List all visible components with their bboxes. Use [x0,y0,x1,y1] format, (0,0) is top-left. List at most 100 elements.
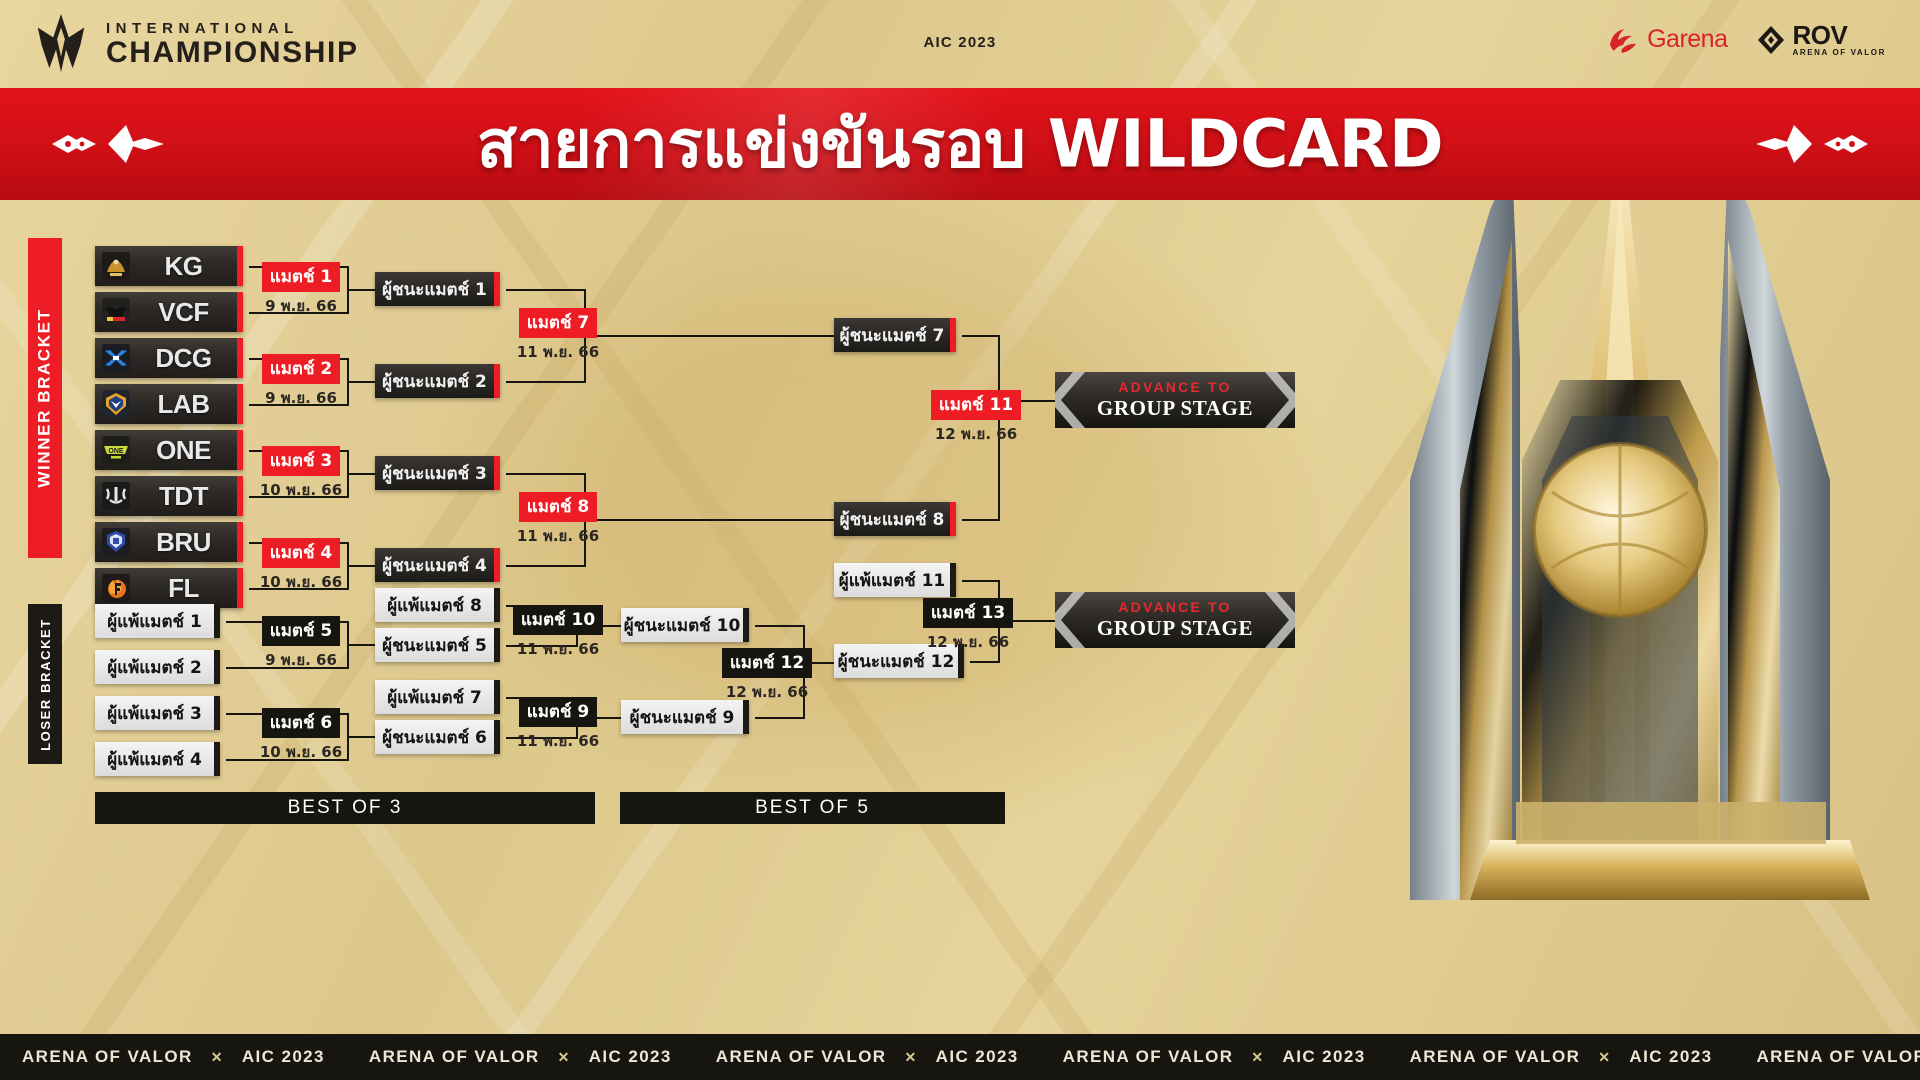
bracket-line [803,662,834,664]
svg-text:ONE: ONE [108,448,124,455]
footer-item: ARENA OF VALOR ✕ AIC 2023 [1041,1047,1388,1067]
bracket-slot[interactable]: ผู้ชนะแมตช์ 12 [834,644,964,678]
bracket-slot[interactable]: ผู้ชนะแมตช์ 4 [375,548,500,582]
slot-label: ผู้ชนะแมตช์ 6 [382,727,487,748]
match-date: 9 พ.ย. 66 [265,651,337,669]
best-of-3-banner: BEST OF 3 [95,792,595,824]
match-info: แมตช์ 6 10 พ.ย. 66 [246,708,356,764]
team-row[interactable]: ONE ONE [95,430,243,470]
advance-to-group-stage[interactable]: ADVANCE TO GROUP STAGE [1055,372,1295,428]
match-info: แมตช์ 11 12 พ.ย. 66 [916,390,1036,446]
bracket-slot[interactable]: ผู้ชนะแมตช์ 3 [375,456,500,490]
footer-right-text: AIC 2023 [588,1047,672,1066]
match-label: แมตช์ 11 [930,390,1022,420]
match-date: 10 พ.ย. 66 [259,481,343,499]
bracket-line [506,473,586,475]
footer-left-text: ARENA OF VALOR [1409,1047,1581,1066]
bracket-slot[interactable]: ผู้ชนะแมตช์ 10 [621,608,749,642]
bracket-slot[interactable]: ผู้ชนะแมตช์ 7 [834,318,956,352]
bracket-line [249,588,349,590]
logo-line-bottom: CHAMPIONSHIP [106,36,359,69]
bracket-slot[interactable]: ผู้ชนะแมตช์ 8 [834,502,956,536]
team-row[interactable]: LAB [95,384,243,424]
match-date: 10 พ.ย. 66 [259,573,343,591]
match-label: แมตช์ 7 [518,308,598,338]
bracket-slot[interactable]: ผู้ชนะแมตช์ 6 [375,720,500,754]
bracket-slot[interactable]: ผู้แพ้แมตช์ 3 [95,696,220,730]
bracket-line [347,381,375,383]
winner-bracket-label: WINNER BRACKET [35,308,55,488]
team-row[interactable]: BRU [95,522,243,562]
match-info: แมตช์ 10 11 พ.ย. 66 [503,605,613,661]
team-row[interactable]: DCG [95,338,243,378]
bracket-slot[interactable]: ผู้แพ้แมตช์ 8 [375,588,500,622]
bracket-slot[interactable]: ผู้ชนะแมตช์ 2 [375,364,500,398]
bracket-line [347,736,375,738]
match-label: แมตช์ 1 [261,262,341,292]
rov-label: ROV [1792,20,1848,50]
trophy-illustration [1160,60,1920,900]
team-row[interactable]: VCF [95,292,243,332]
bracket-line [347,644,375,646]
bracket-slot[interactable]: ผู้แพ้แมตช์ 1 [95,604,220,638]
match-info: แมตช์ 9 11 พ.ย. 66 [503,697,613,753]
team-row[interactable]: KG [95,246,243,286]
team-code: BRU [156,526,211,557]
team-code: FL [168,572,199,603]
rov-sublabel: ARENA OF VALOR [1792,48,1886,57]
match-info: แมตช์ 3 10 พ.ย. 66 [246,446,356,502]
bracket-line [584,335,834,337]
team-row[interactable]: TDT [95,476,243,516]
match-info: แมตช์ 4 10 พ.ย. 66 [246,538,356,594]
footer-item: ARENA OF VALOR ✕ AIC 2023 [1388,1047,1735,1067]
bracket-line [962,335,1000,337]
match-date: 12 พ.ย. 66 [934,425,1018,443]
match-info: แมตช์ 1 9 พ.ย. 66 [246,262,356,318]
page-footer: ARENA OF VALOR ✕ AIC 2023 ARENA OF VALOR… [0,1034,1920,1080]
bracket-line [506,381,586,383]
bracket-slot[interactable]: ผู้แพ้แมตช์ 4 [95,742,220,776]
title-banner: สายการแข่งขันรอบ WILDCARD [0,88,1920,200]
slot-label: ผู้ชนะแมตช์ 12 [837,651,955,672]
team-code: KG [164,250,204,281]
best-of-label: BEST OF 3 [287,797,403,818]
cross-icon: ✕ [210,1048,224,1065]
footer-item: ARENA OF VALOR ✕ AIC 2023 [347,1047,694,1067]
team-code: ONE [156,434,211,465]
bracket-line [755,717,805,719]
page-header: INTERNATIONAL CHAMPIONSHIP AIC 2023 Gare… [0,0,1920,88]
slot-label: ผู้ชนะแมตช์ 4 [382,555,487,576]
cross-icon: ✕ [1251,1048,1265,1065]
bracket-slot[interactable]: ผู้ชนะแมตช์ 1 [375,272,500,306]
match-info: แมตช์ 5 9 พ.ย. 66 [246,616,356,672]
bracket-line [584,519,834,521]
diamond-ornament-icon [1756,125,1868,163]
bracket-board: WINNER BRACKET LOSER BRACKET KG VCF [0,200,1920,840]
slot-label: ผู้ชนะแมตช์ 3 [382,463,487,484]
slot-label: ผู้แพ้แมตช์ 7 [387,687,482,708]
match-info: แมตช์ 13 12 พ.ย. 66 [908,598,1028,654]
advance-to-group-stage[interactable]: ADVANCE TO GROUP STAGE [1055,592,1295,648]
best-of-5-banner: BEST OF 5 [620,792,1005,824]
bracket-slot[interactable]: ผู้แพ้แมตช์ 11 [834,563,956,597]
match-info: แมตช์ 8 11 พ.ย. 66 [503,492,613,548]
ornament-right [1728,121,1878,167]
team-code: TDT [158,480,209,511]
match-label: แมตช์ 10 [512,605,604,635]
bracket-slot[interactable]: ผู้ชนะแมตช์ 9 [621,700,749,734]
bracket-slot[interactable]: ผู้แพ้แมตช์ 2 [95,650,220,684]
team-row[interactable]: FL [95,568,243,608]
bracket-slot[interactable]: ผู้แพ้แมตช์ 7 [375,680,500,714]
match-date: 11 พ.ย. 66 [516,732,600,750]
slot-label: ผู้ชนะแมตช์ 7 [839,325,945,346]
slot-label: ผู้ชนะแมตช์ 10 [623,615,741,636]
team-code: DCG [155,342,212,373]
team-code: LAB [157,388,210,419]
bracket-slot[interactable]: ผู้ชนะแมตช์ 5 [375,628,500,662]
match-label: แมตช์ 3 [261,446,341,476]
match-date: 11 พ.ย. 66 [516,343,600,361]
slot-label: ผู้ชนะแมตช์ 1 [382,279,487,300]
tournament-logo: INTERNATIONAL CHAMPIONSHIP [30,12,359,74]
match-info: แมตช์ 12 12 พ.ย. 66 [712,648,822,704]
ornament-left [42,121,192,167]
